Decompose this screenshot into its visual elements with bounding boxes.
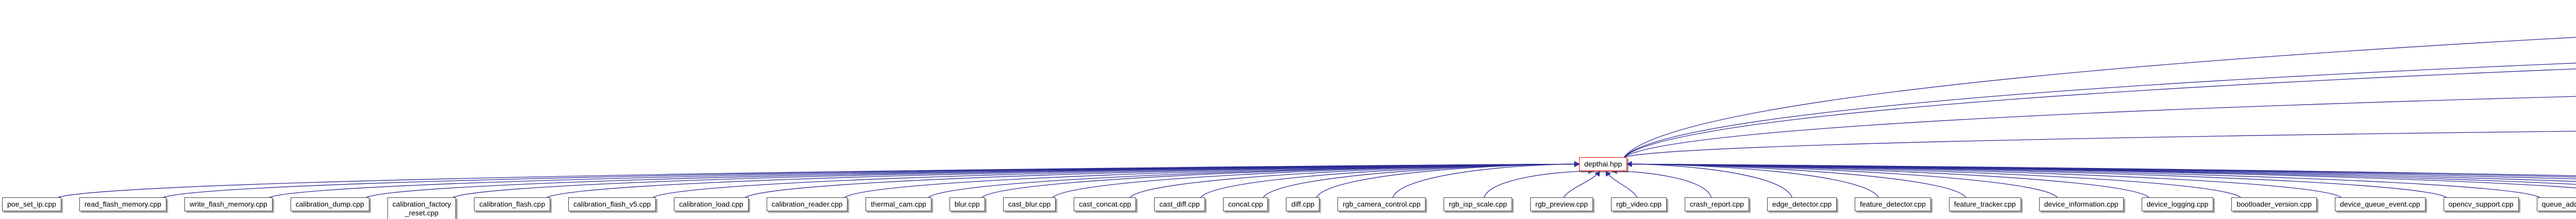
graph-edge: [1626, 161, 2058, 198]
graph-edge: [1623, 69, 2576, 158]
graph-node-calibration-flash-cpp[interactable]: calibration_flash.cpp: [474, 197, 551, 211]
graph-node-calibration-load-cpp[interactable]: calibration_load.cpp: [674, 197, 749, 211]
graph-node-cast-blur-cpp[interactable]: cast_blur.cpp: [1003, 197, 1056, 211]
graph-edge: [1626, 161, 2576, 182]
bottom-row: poe_set_ip.cpp read_flash_memory.cpp write…: [2, 197, 2576, 219]
graph-node-calibration-flash-v5-cpp[interactable]: calibration_flash_v5.cpp: [568, 197, 656, 211]
graph-node-bootloader-version-cpp[interactable]: bootloader_version.cpp: [2231, 197, 2317, 211]
graph-node-device-logging-cpp[interactable]: device_logging.cpp: [2141, 197, 2214, 211]
graph-edge: [1626, 161, 2576, 178]
graph-edge: [1626, 161, 2342, 198]
graph-edge: [1605, 170, 1638, 198]
graph-edge: [453, 161, 1580, 198]
graph-edge: [1626, 161, 2540, 198]
graph-edge: [745, 161, 1580, 198]
graph-edge: [1623, 37, 2576, 158]
graph-node-cast-concat-cpp[interactable]: cast_concat.cpp: [1074, 197, 1137, 211]
graph-edge: [1052, 161, 1580, 198]
graph-edge: [547, 161, 1580, 198]
graph-node-device-queue-event-cpp[interactable]: device_queue_event.cpp: [2334, 197, 2426, 211]
graph-edge: [58, 161, 1580, 198]
graph-edge: [366, 161, 1580, 198]
graph-node-blur-cpp[interactable]: blur.cpp: [949, 197, 985, 211]
graph-edge: [1611, 168, 1712, 198]
graph-node-rgb-preview-cpp[interactable]: rgb_preview.cpp: [1530, 197, 1593, 211]
graph-node-depthai-hpp[interactable]: depthai.hpp: [1579, 157, 1628, 171]
graph-edge: [1392, 161, 1580, 198]
graph-edge: [1624, 130, 2576, 158]
graph-node-crash-report-cpp[interactable]: crash_report.cpp: [1684, 197, 1749, 211]
graph-node-edge-detector-cpp[interactable]: edge_detector.cpp: [1767, 197, 1837, 211]
graph-node-read-flash-memory-cpp[interactable]: read_flash_memory.cpp: [79, 197, 167, 211]
graph-edge: [1626, 161, 2241, 198]
graph-node-write-flash-memory-cpp[interactable]: write_flash_memory.cpp: [184, 197, 273, 211]
graph-node-calibration-reader-cpp[interactable]: calibration_reader.cpp: [766, 197, 848, 211]
graph-edge: [1626, 161, 2447, 198]
graph-edge: [1316, 161, 1580, 198]
graph-edge: [981, 161, 1580, 198]
graph-node-thermal-cam-cpp[interactable]: thermal_cam.cpp: [866, 197, 931, 211]
graph-edge: [1626, 161, 1792, 198]
graph-edge: [652, 161, 1580, 198]
graph-edge: [1623, 96, 2576, 158]
graph-node-feature-tracker-cpp[interactable]: feature_tracker.cpp: [1948, 197, 2021, 211]
graph-node-queue-add-callback-cpp[interactable]: queue_add_callback.cpp: [2536, 197, 2576, 211]
graph-edge: [163, 161, 1580, 198]
graph-edge: [1484, 168, 1594, 198]
graph-node-poe-set-ip-cpp[interactable]: poe_set_ip.cpp: [2, 197, 61, 211]
graph-edge: [1129, 161, 1580, 198]
graph-edge: [1263, 161, 1580, 198]
graph-edge: [1626, 161, 2576, 185]
graph-edge: [1623, 62, 2576, 158]
graph-edge: [1563, 170, 1601, 198]
graph-edge: [1626, 161, 2576, 179]
graph-edge: [1626, 161, 2149, 198]
graph-node-rgb-isp-scale-cpp[interactable]: rgb_isp_scale.cpp: [1444, 197, 1513, 211]
graph-edge: [1626, 161, 2576, 189]
graph-node-device-information-cpp[interactable]: device_information.cpp: [2039, 197, 2124, 211]
graph-node-feature-detector-cpp[interactable]: feature_detector.cpp: [1855, 197, 1931, 211]
graph-node-opencv-support-cpp[interactable]: opencv_support.cpp: [2443, 197, 2519, 211]
graph-node-calibration-dump-cpp[interactable]: calibration_dump.cpp: [290, 197, 369, 211]
graph-edge: [1626, 161, 1967, 198]
graph-node-rgb-camera-control-cpp[interactable]: rgb_camera_control.cpp: [1337, 197, 1426, 211]
graph-node-diff-cpp[interactable]: diff.cpp: [1286, 197, 1320, 211]
graph-node-rgb-video-cpp[interactable]: rgb_video.cpp: [1611, 197, 1667, 211]
graph-node-cast-diff-cpp[interactable]: cast_diff.cpp: [1154, 197, 1205, 211]
graph-node-calibration-factory-reset-cpp[interactable]: calibration_factory _reset.cpp: [387, 197, 456, 219]
graph-edge: [1200, 161, 1580, 198]
graph-edge: [1626, 161, 2576, 176]
graph-edge: [269, 161, 1580, 198]
graph-edge: [928, 161, 1580, 198]
graph-node-concat-cpp[interactable]: concat.cpp: [1223, 197, 1268, 211]
graph-edge: [1626, 161, 1879, 198]
graph-edge: [844, 161, 1580, 198]
